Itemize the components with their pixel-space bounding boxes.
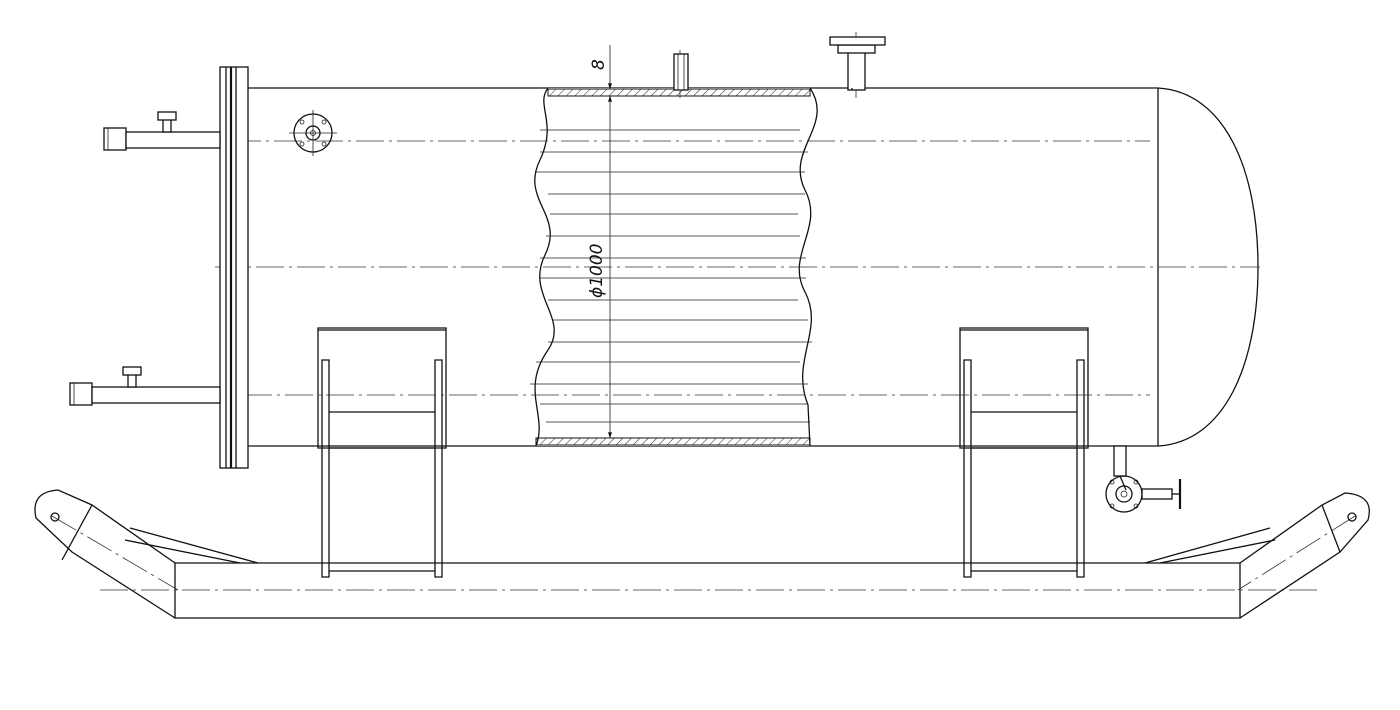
skid-frame bbox=[34, 489, 1370, 619]
tube-bundle bbox=[530, 129, 812, 423]
upper-nozzle bbox=[103, 111, 221, 151]
side-flange-icon bbox=[289, 110, 337, 156]
saddle-support-right bbox=[959, 327, 1089, 578]
dimension-label-8: 8 bbox=[589, 59, 609, 70]
drain-valve bbox=[1105, 445, 1182, 513]
top-thermowell bbox=[673, 53, 689, 91]
saddle-support-left bbox=[317, 327, 447, 578]
lifting-eye-right-icon bbox=[1347, 512, 1357, 522]
lower-nozzle bbox=[69, 366, 221, 406]
dimension-wall-thickness: 8 bbox=[589, 45, 612, 90]
tubesheet-flange bbox=[219, 66, 249, 469]
lifting-eye-left-icon bbox=[50, 512, 60, 522]
dimension-label-diameter: ϕ1000 bbox=[587, 244, 607, 298]
valve-flange-icon bbox=[1105, 475, 1143, 513]
dimension-diameter: ϕ1000 bbox=[587, 95, 612, 439]
top-flanged-nozzle bbox=[829, 36, 886, 91]
